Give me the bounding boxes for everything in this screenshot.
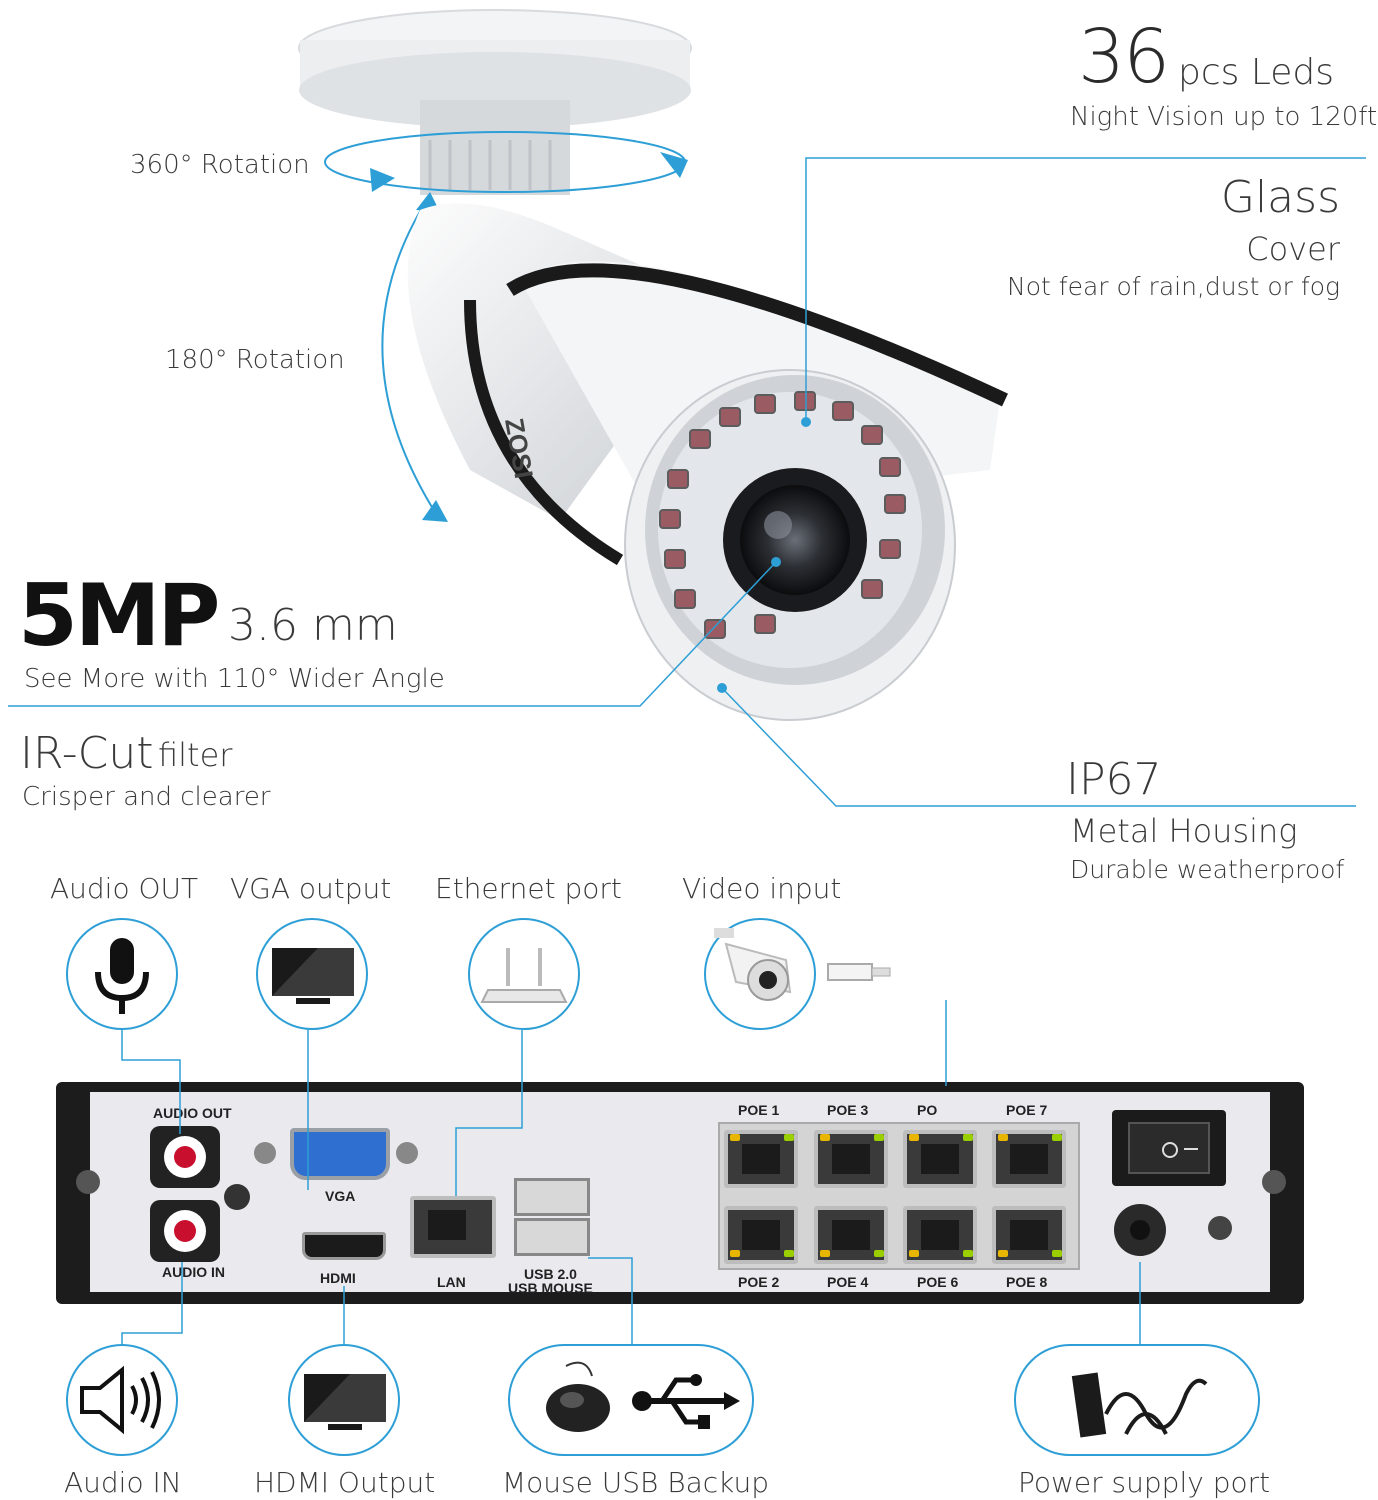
poe-led	[820, 1134, 830, 1141]
mouse-icon	[546, 1361, 610, 1432]
screw-icon	[1262, 1170, 1286, 1194]
panel-usb-mouse-label: USB MOUSE	[508, 1280, 593, 1296]
poe-led	[1052, 1134, 1062, 1141]
camera-icon	[714, 928, 792, 1001]
video-input-circle	[704, 918, 816, 1030]
usb-port-top[interactable]	[514, 1178, 590, 1216]
mp-lens: 3.6 mm	[228, 600, 398, 651]
poe-led	[874, 1134, 884, 1141]
hdmi-output-circle	[288, 1344, 400, 1456]
rotation-360-label: 360° Rotation	[130, 150, 310, 180]
power-supply-label: Power supply port	[1018, 1466, 1271, 1499]
screw-icon	[396, 1142, 418, 1164]
panel-hdmi-label: HDMI	[320, 1270, 356, 1286]
mp-sub: See More with 110° Wider Angle	[24, 664, 445, 694]
poe-led	[909, 1134, 919, 1141]
audio-in-label: Audio IN	[64, 1466, 182, 1499]
screw-icon	[76, 1170, 100, 1194]
usb-port-bottom[interactable]	[514, 1218, 590, 1256]
vga-port[interactable]	[290, 1128, 390, 1180]
poe2-label: POE 2	[738, 1274, 780, 1290]
rotation-180-label: 180° Rotation	[165, 345, 345, 375]
router-icon	[480, 948, 568, 1003]
ip-sub1: Metal Housing	[1070, 812, 1298, 850]
monitor-icon	[272, 948, 354, 1004]
microphone-icon	[95, 938, 149, 1014]
ethernet-port-label: Ethernet port	[435, 872, 622, 905]
mp-big: 5MP	[18, 566, 220, 666]
poe-led	[998, 1134, 1008, 1141]
power-adapter-icon	[1071, 1372, 1208, 1438]
poe4-label: POE 4	[827, 1274, 869, 1290]
audio-out-label: Audio OUT	[50, 872, 199, 905]
ircut-word: filter	[158, 736, 233, 774]
panel-audio-out-label: AUDIO OUT	[153, 1105, 232, 1121]
poe5-label: PO	[917, 1102, 938, 1118]
power-switch[interactable]	[1112, 1110, 1226, 1186]
ethernet-port-circle	[468, 918, 580, 1030]
glass-title: Glass	[1220, 172, 1340, 223]
ground-screw-icon	[1208, 1216, 1232, 1240]
screw-icon	[224, 1184, 250, 1210]
screw-icon	[254, 1142, 276, 1164]
hdmi-port[interactable]	[302, 1232, 386, 1260]
hdmi-output-label: HDMI Output	[254, 1466, 436, 1499]
poe6-label: POE 6	[917, 1274, 959, 1290]
mouse-usb-label: Mouse USB Backup	[502, 1466, 770, 1499]
audio-out-circle	[66, 918, 178, 1030]
vga-output-circle	[256, 918, 368, 1030]
cable-plug-icon	[827, 963, 891, 981]
poe-led	[963, 1134, 973, 1141]
vga-output-label: VGA output	[230, 872, 392, 905]
poe-port-4[interactable]	[814, 1206, 888, 1264]
poe-led	[963, 1250, 973, 1257]
glass-title2: Cover	[1246, 230, 1340, 268]
ip-title: IP67	[1066, 754, 1162, 805]
poe7-label: POE 7	[1006, 1102, 1048, 1118]
poe-led	[998, 1250, 1008, 1257]
camera-illustration: ZOSI	[8, 9, 1366, 807]
ip-sub2: Durable weatherproof	[1070, 855, 1345, 884]
panel-lan-label: LAN	[437, 1274, 466, 1290]
glass-sub: Not fear of rain,dust or fog	[1007, 272, 1340, 301]
panel-audio-in-label: AUDIO IN	[162, 1264, 225, 1280]
poe-led	[730, 1134, 740, 1141]
power-supply-pill	[1014, 1344, 1260, 1456]
poe-led	[730, 1250, 740, 1257]
poe-led	[874, 1250, 884, 1257]
poe-led	[784, 1250, 794, 1257]
power-port[interactable]	[1114, 1204, 1166, 1256]
audio-in-circle	[66, 1344, 178, 1456]
panel-vga-label: VGA	[325, 1188, 356, 1204]
connector-lines	[121, 1000, 1141, 1345]
monitor-icon	[304, 1374, 386, 1430]
leds-sub: Night Vision up to 120ft	[1070, 102, 1378, 132]
poe-led	[784, 1134, 794, 1141]
lan-port[interactable]	[410, 1196, 496, 1258]
usb-icon	[632, 1374, 740, 1429]
audio-out-jack[interactable]	[150, 1126, 220, 1188]
speaker-icon	[80, 1365, 161, 1435]
poe-led	[909, 1250, 919, 1257]
video-input-label: Video input	[682, 872, 842, 905]
mouse-usb-pill	[508, 1344, 754, 1456]
ircut-sub: Crisper and clearer	[22, 782, 271, 812]
poe1-label: POE 1	[738, 1102, 780, 1118]
leds-number: 36	[1078, 14, 1170, 100]
ircut-title: IR-Cut	[20, 728, 154, 779]
poe-led	[820, 1250, 830, 1257]
poe8-label: POE 8	[1006, 1274, 1048, 1290]
panel-usb-label: USB 2.0	[524, 1266, 577, 1282]
audio-in-jack[interactable]	[150, 1200, 220, 1262]
poe3-label: POE 3	[827, 1102, 869, 1118]
poe-led	[1052, 1250, 1062, 1257]
leds-unit: pcs Leds	[1178, 52, 1335, 93]
